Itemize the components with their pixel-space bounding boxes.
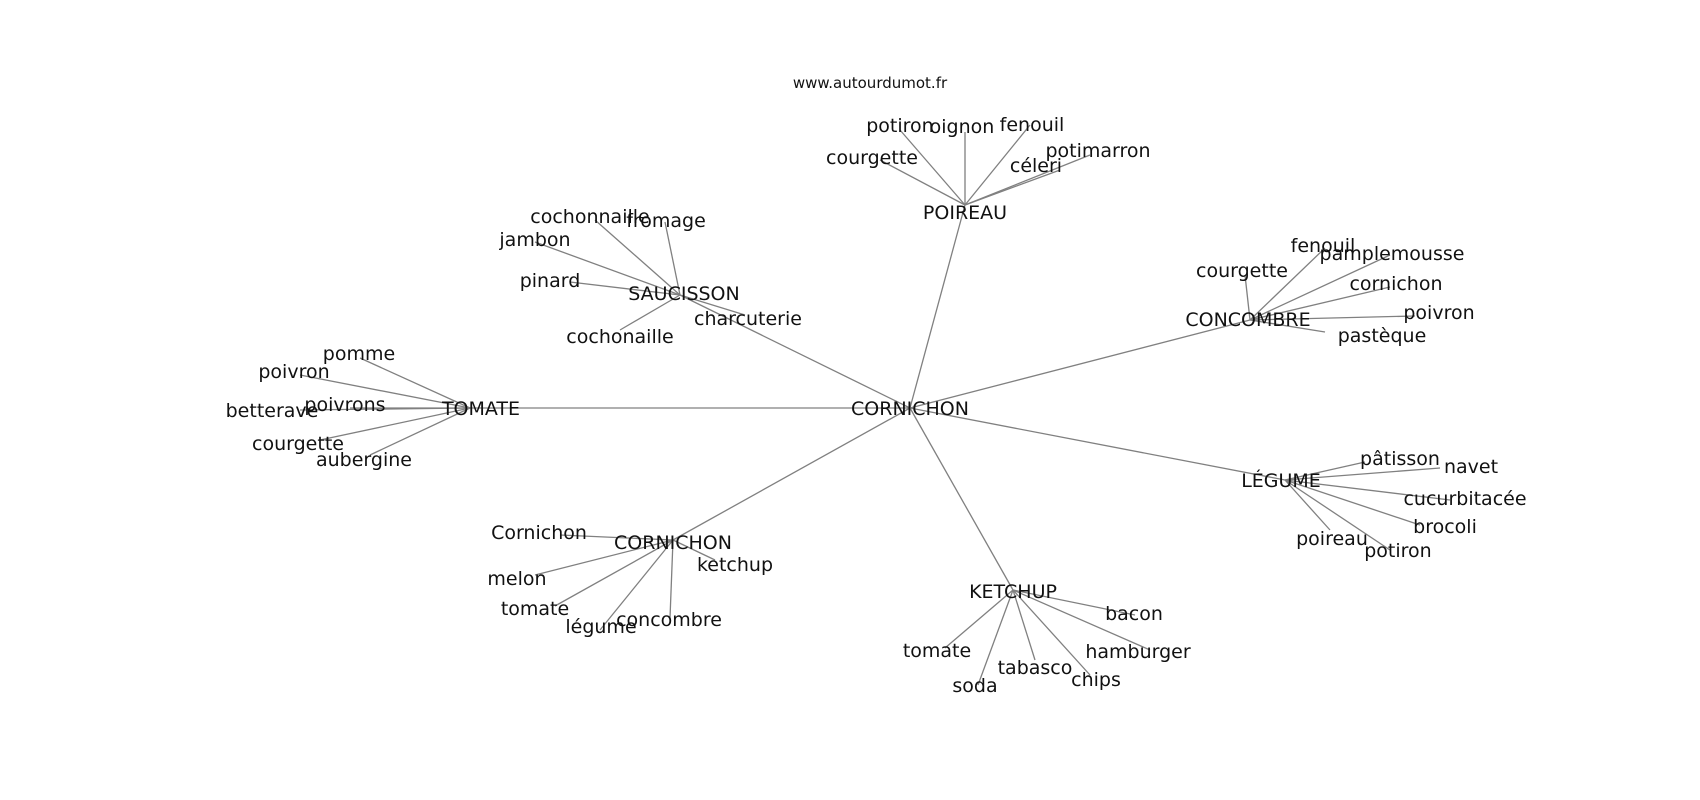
leaf-node-ketchup-2: tomate	[903, 640, 971, 662]
hub-node-concombre: CONCOMBRE	[1185, 309, 1310, 331]
leaf-node-concombre-4: poivron	[1403, 302, 1474, 324]
edge-legume-0	[1284, 461, 1366, 481]
leaf-node-concombre-0: fenouil	[1291, 235, 1356, 257]
leaf-node-poireau-5: courgette	[826, 147, 918, 169]
leaf-node-saucisson-0: cochonnaille	[530, 206, 649, 228]
edge-poireau-2	[964, 124, 1031, 206]
leaf-node-concombre-3: cornichon	[1349, 273, 1442, 295]
edge-root-legume	[909, 407, 1286, 481]
edge-root-ketchup	[909, 407, 1014, 591]
edge-concombre-1	[1249, 254, 1391, 321]
edge-ketchup-3	[1012, 589, 1036, 661]
hub-node-saucisson: SAUCISSON	[628, 283, 739, 305]
leaf-node-concombre-5: pastèque	[1338, 325, 1427, 347]
edge-root-saucisson	[679, 294, 911, 409]
leaf-node-poireau-3: potimarron	[1045, 140, 1150, 162]
leaf-node-concombre-2: courgette	[1196, 260, 1288, 282]
hub-node-poireau: POIREAU	[923, 202, 1007, 224]
edge-concombre-2	[1244, 274, 1251, 321]
edge-layer	[299, 124, 1451, 686]
edge-cornichon2-1	[672, 539, 716, 561]
edge-legume-2	[1284, 479, 1451, 501]
edge-saucisson-1	[664, 221, 681, 296]
leaf-node-ketchup-5: soda	[952, 675, 997, 697]
edge-ketchup-1	[1012, 589, 1151, 651]
leaf-node-poireau-0: potiron	[866, 115, 933, 137]
edge-cornichon2-5	[669, 539, 674, 619]
leaf-node-ketchup-1: hamburger	[1085, 641, 1191, 663]
leaf-node-cornichon2-4: légume	[565, 616, 636, 638]
leaf-node-tomate-3: betterave	[226, 400, 319, 422]
edge-saucisson-2	[534, 241, 681, 296]
edge-concombre-4	[1249, 315, 1416, 321]
edge-ketchup-4	[1012, 589, 1091, 676]
edge-concombre-5	[1249, 319, 1326, 333]
hub-node-ketchup: KETCHUP	[969, 581, 1057, 603]
leaf-node-legume-2: cucurbitacée	[1403, 488, 1526, 510]
leaf-node-saucisson-2: jambon	[498, 229, 570, 251]
edge-cornichon2-3	[554, 539, 674, 607]
edge-saucisson-3	[569, 281, 681, 296]
edge-concombre-0	[1249, 247, 1326, 321]
leaf-node-tomate-5: aubergine	[316, 449, 412, 471]
leaf-node-legume-3: brocoli	[1413, 516, 1477, 538]
edge-concombre-3	[1249, 286, 1391, 321]
edge-legume-1	[1284, 467, 1441, 481]
edge-cornichon2-4	[599, 539, 674, 631]
hub-node-cornichon2: CORNICHON	[614, 532, 732, 554]
leaf-node-legume-1: navet	[1444, 456, 1498, 478]
edge-ketchup-0	[1012, 589, 1136, 616]
edge-legume-4	[1284, 479, 1331, 531]
edge-tomate-3	[299, 407, 471, 411]
edge-tomate-1	[299, 374, 471, 409]
hub-node-tomate: TOMATE	[441, 398, 520, 420]
leaf-node-saucisson-5: charcuterie	[694, 308, 802, 330]
edge-legume-5	[1284, 479, 1391, 551]
edge-ketchup-5	[977, 589, 1014, 686]
edge-saucisson-0	[594, 219, 681, 296]
leaf-node-tomate-0: pomme	[323, 343, 395, 365]
leaf-node-legume-0: pâtisson	[1360, 448, 1440, 470]
leaf-node-cornichon2-1: ketchup	[697, 554, 773, 576]
edge-cornichon2-0	[559, 534, 674, 541]
source-watermark: www.autourdumot.fr	[793, 74, 948, 92]
leaf-node-saucisson-1: fromage	[626, 210, 706, 232]
edge-tomate-4	[319, 407, 471, 441]
leaf-node-saucisson-3: pinard	[520, 270, 581, 292]
leaf-node-poireau-4: céleri	[1010, 155, 1062, 177]
leaf-node-tomate-4: courgette	[252, 433, 344, 455]
leaf-node-legume-5: potiron	[1364, 540, 1431, 562]
leaf-node-cornichon2-3: tomate	[501, 598, 569, 620]
leaf-node-concombre-1: pamplemousse	[1320, 243, 1465, 265]
edge-tomate-0	[359, 357, 471, 409]
leaf-node-tomate-1: poivron	[258, 361, 329, 383]
leaf-node-saucisson-4: cochonaille	[566, 326, 673, 348]
edge-tomate-5	[369, 407, 471, 456]
edge-root-poireau	[909, 204, 966, 409]
edge-poireau-5	[879, 159, 966, 206]
label-layer: www.autourdumot.fr CORNICHON POIREAU potir…	[226, 74, 1527, 697]
edge-saucisson-5	[679, 294, 746, 316]
leaf-node-legume-4: poireau	[1296, 528, 1368, 550]
leaf-node-poireau-1: oignon	[930, 116, 995, 138]
leaf-node-cornichon2-5: concombre	[616, 609, 722, 631]
leaf-node-ketchup-0: bacon	[1105, 603, 1163, 625]
leaf-node-ketchup-4: chips	[1071, 669, 1121, 691]
leaf-node-cornichon2-2: melon	[487, 568, 546, 590]
hub-node-legume: LÉGUME	[1241, 469, 1321, 492]
leaf-node-ketchup-3: tabasco	[998, 657, 1073, 679]
edge-root-cornichon2	[672, 407, 911, 541]
edge-legume-3	[1284, 479, 1421, 526]
edge-ketchup-2	[944, 589, 1014, 649]
edge-root-concombre	[909, 319, 1251, 409]
leaf-node-poireau-2: fenouil	[1000, 114, 1065, 136]
edge-poireau-0	[899, 129, 966, 206]
edge-saucisson-4	[619, 294, 681, 331]
leaf-node-cornichon2-0: Cornichon	[491, 522, 587, 544]
leaf-node-tomate-2: poivrons	[304, 394, 385, 416]
edge-cornichon2-2	[534, 539, 674, 576]
root-node-label: CORNICHON	[851, 398, 969, 420]
edge-poireau-4	[964, 169, 1061, 206]
